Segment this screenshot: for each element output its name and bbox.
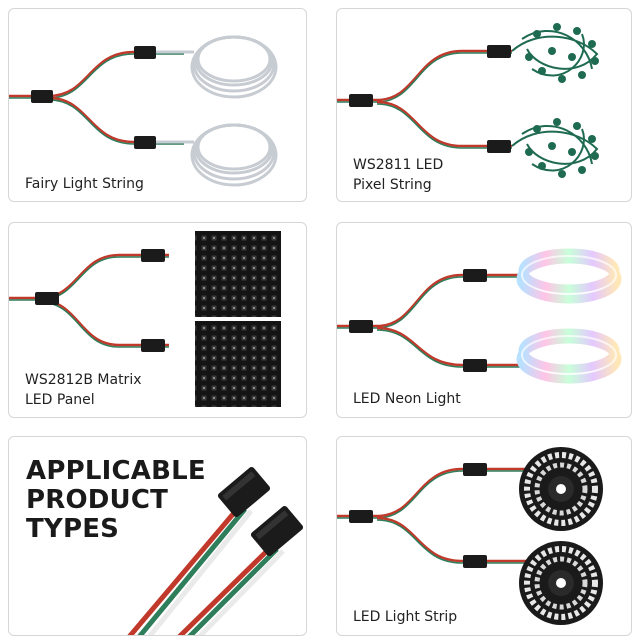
card-label: LED Light Strip	[353, 607, 457, 627]
product-card-fairy-light-string: Fairy Light String	[8, 8, 307, 202]
card-label-line: Pixel String	[353, 177, 432, 193]
ws2812b-matrix-panel-image	[9, 231, 281, 407]
card-label-line: WS2811 LED	[353, 157, 444, 173]
led-neon-light-image	[337, 248, 622, 384]
applicable-product-types-card: APPLICABLE PRODUCT TYPES	[8, 436, 307, 636]
connector-cable-image	[127, 466, 304, 635]
product-card-led-light-strip: LED Light Strip	[336, 436, 632, 636]
applicable-product-types-headline: APPLICABLE PRODUCT TYPES	[26, 457, 206, 544]
card-label: LED Neon Light	[353, 389, 461, 409]
card-label-line: LED Light Strip	[353, 609, 458, 625]
led-light-strip-image	[337, 447, 603, 625]
card-label-line: Fairy Light String	[25, 176, 144, 192]
card-label: WS2812B Matrix LED Panel	[25, 370, 142, 410]
ws2811-pixel-string-image	[337, 23, 599, 178]
fairy-light-string-image	[9, 35, 278, 187]
card-label-line: WS2812B Matrix	[25, 372, 142, 388]
card-label-line: LED Neon Light	[353, 391, 461, 407]
product-card-ws2812b-matrix-panel: WS2812B Matrix LED Panel	[8, 222, 307, 418]
headline-line: PRODUCT	[26, 485, 169, 515]
product-card-led-neon-light: LED Neon Light	[336, 222, 632, 418]
card-label: WS2811 LED Pixel String	[353, 155, 443, 195]
product-card-ws2811-pixel-string: WS2811 LED Pixel String	[336, 8, 632, 202]
headline-line: TYPES	[26, 514, 120, 544]
card-label: Fairy Light String	[25, 174, 144, 194]
card-label-line: LED Panel	[25, 392, 95, 408]
headline-line: APPLICABLE	[26, 456, 206, 486]
